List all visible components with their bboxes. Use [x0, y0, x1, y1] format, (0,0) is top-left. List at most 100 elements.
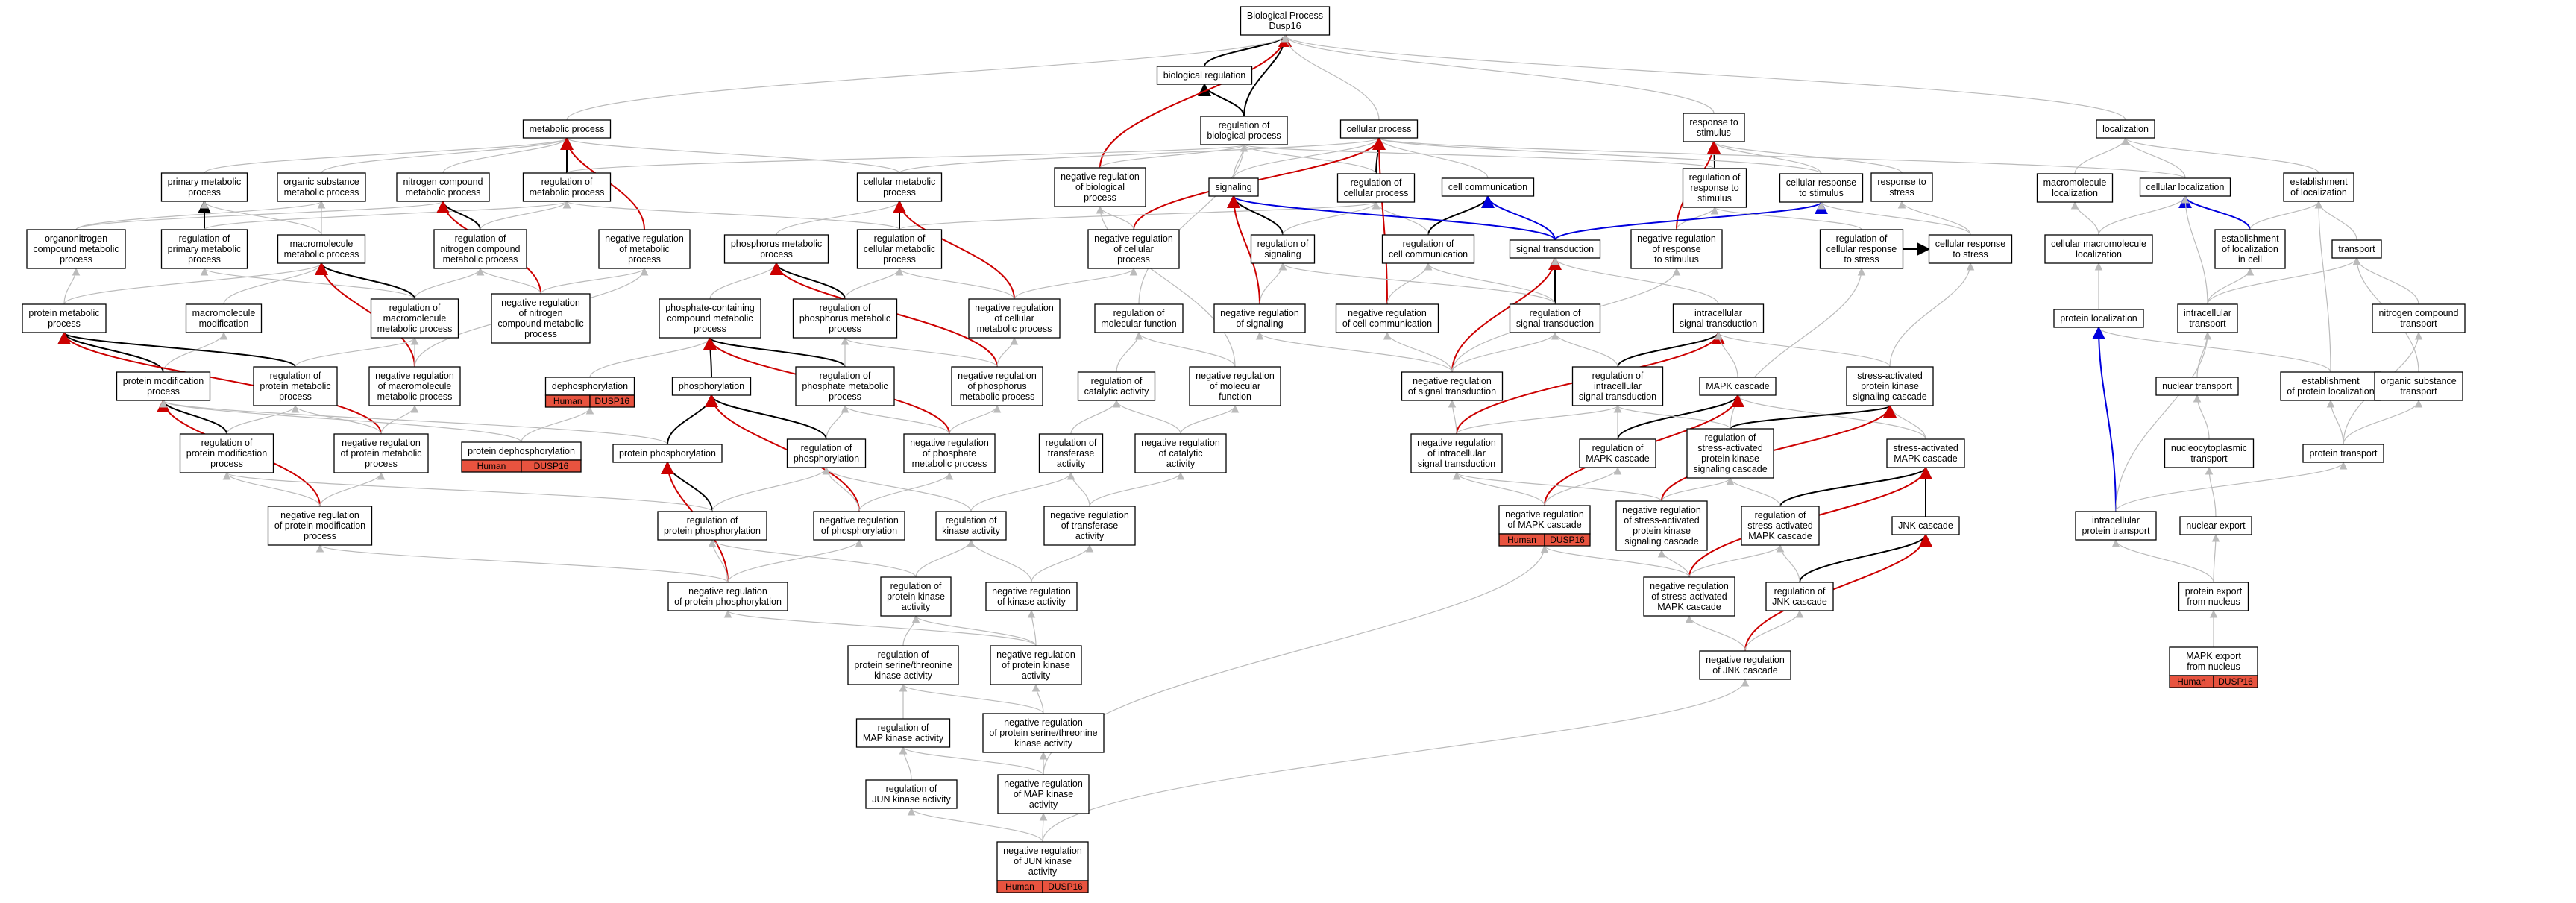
is-a-edge	[319, 471, 386, 507]
node-label-line: molecular function	[1101, 318, 1176, 329]
go-term-node: localization	[2096, 119, 2155, 139]
is-a-edge	[899, 136, 1383, 174]
node-label-line: macromolecule	[2043, 177, 2107, 188]
is-a-edge	[589, 336, 714, 378]
is-a-edge	[1278, 262, 1556, 305]
node-label-line: MAPK cascade	[1748, 531, 1812, 541]
node-box	[1335, 303, 1439, 333]
is-a-edge	[1116, 331, 1143, 373]
node-label-line: regulation of	[1257, 239, 1309, 249]
node-label-line: MAPK cascade	[1586, 453, 1650, 464]
node-label-line: stress-activated	[1747, 520, 1813, 531]
node-box	[2214, 229, 2286, 269]
node-box	[1672, 303, 1765, 333]
node-box	[1213, 303, 1306, 333]
node-label-line: MAPK cascade	[1706, 381, 1770, 391]
part-of-edge	[1227, 195, 1556, 241]
gene-tag-box	[1042, 880, 1089, 893]
node-label-line: regulation of	[890, 581, 942, 591]
node-label-line: response to	[1689, 117, 1738, 128]
node-label-line: process	[60, 254, 92, 265]
is-a-edge	[2115, 461, 2348, 512]
node-label-line: stress	[1889, 187, 1914, 198]
node-label-line: negative regulation	[1348, 308, 1427, 318]
node-label-line: compound metabolic	[667, 313, 753, 324]
node-box	[813, 511, 905, 541]
node-label-line: transport	[2400, 318, 2437, 329]
species-tag: Human	[1005, 881, 1034, 892]
node-label-line: signal transduction	[1516, 318, 1594, 329]
is-a-edge	[1096, 205, 1236, 368]
node-label-line: negative regulation	[375, 371, 454, 381]
node-label-line: negative regulation	[1622, 505, 1701, 515]
is-a-edge	[996, 336, 1019, 368]
node-label-line: protein metabolic	[260, 381, 330, 391]
node-label-line: of cell communication	[1342, 318, 1432, 329]
is-a-edge	[75, 200, 326, 230]
node-label-line: regulation of	[687, 515, 738, 526]
node-label-line: metabolic process	[960, 391, 1035, 402]
is-a-edge	[1014, 267, 1138, 300]
is-a-edge	[907, 807, 1043, 843]
go-term-node: signal transduction	[1509, 239, 1601, 259]
node-label-line: kinase activity	[942, 526, 1001, 536]
node-label-line: process	[304, 531, 336, 541]
node-box	[657, 511, 767, 541]
node-box	[1087, 229, 1180, 269]
node-label-line: of stress-activated	[1624, 515, 1699, 526]
node-label-line: stress-activated	[1697, 443, 1763, 453]
node-label-line: protein metabolic	[28, 308, 99, 318]
is-a-edge	[63, 267, 81, 305]
negative-regulation-edge	[705, 394, 860, 512]
node-label-line: from nucleus	[2187, 597, 2240, 607]
node-box	[612, 444, 723, 463]
node-label-line: of cellular	[1113, 244, 1154, 254]
node-label-line: process	[279, 391, 312, 402]
node-box	[1156, 66, 1253, 85]
node-label-line: regulation of	[1091, 376, 1143, 386]
node-box	[433, 229, 527, 269]
node-box	[1928, 234, 2013, 264]
node-label-line: process	[883, 254, 916, 265]
is-a-edge	[566, 143, 1248, 174]
node-label-line: regulation of	[886, 784, 937, 794]
node-label-line: negative regulation	[342, 438, 421, 448]
node-label-line: signaling cascade	[1624, 536, 1698, 547]
node-label-line: negative regulation	[910, 438, 989, 448]
node-box	[2372, 303, 2466, 333]
node-label-line: negative regulation	[1196, 371, 1275, 381]
is-a-edge	[1112, 399, 1181, 435]
go-term-node: cell communication	[1441, 177, 1535, 197]
is-a-edge	[2352, 257, 2419, 305]
node-label-line: of protein localization	[2287, 386, 2374, 397]
node-box	[1043, 506, 1136, 546]
node-label-line: negative regulation	[1004, 717, 1083, 728]
node-box	[985, 582, 1078, 611]
node-label-line: from nucleus	[2187, 661, 2240, 672]
node-label-line: signaling cascade	[1853, 391, 1926, 402]
node-label-line: macromolecule	[383, 313, 447, 324]
node-label-line: of protein kinase	[1002, 660, 1070, 670]
is-a-edge	[1451, 331, 1559, 373]
part-of-edge	[2178, 195, 2251, 230]
go-term-node: transport	[2331, 239, 2382, 259]
is-a-edge	[200, 267, 415, 300]
node-label-line: protein phosphorylation	[664, 526, 761, 536]
node-box	[2036, 173, 2114, 203]
node-box	[116, 371, 211, 401]
node-box	[2374, 371, 2463, 401]
is-a-edge	[1386, 262, 1433, 305]
node-label-line: negative regulation	[820, 515, 899, 526]
node-label-line: regulation of	[1592, 371, 1644, 381]
is-a-edge	[1066, 471, 1090, 507]
node-label-line: process	[365, 459, 398, 469]
